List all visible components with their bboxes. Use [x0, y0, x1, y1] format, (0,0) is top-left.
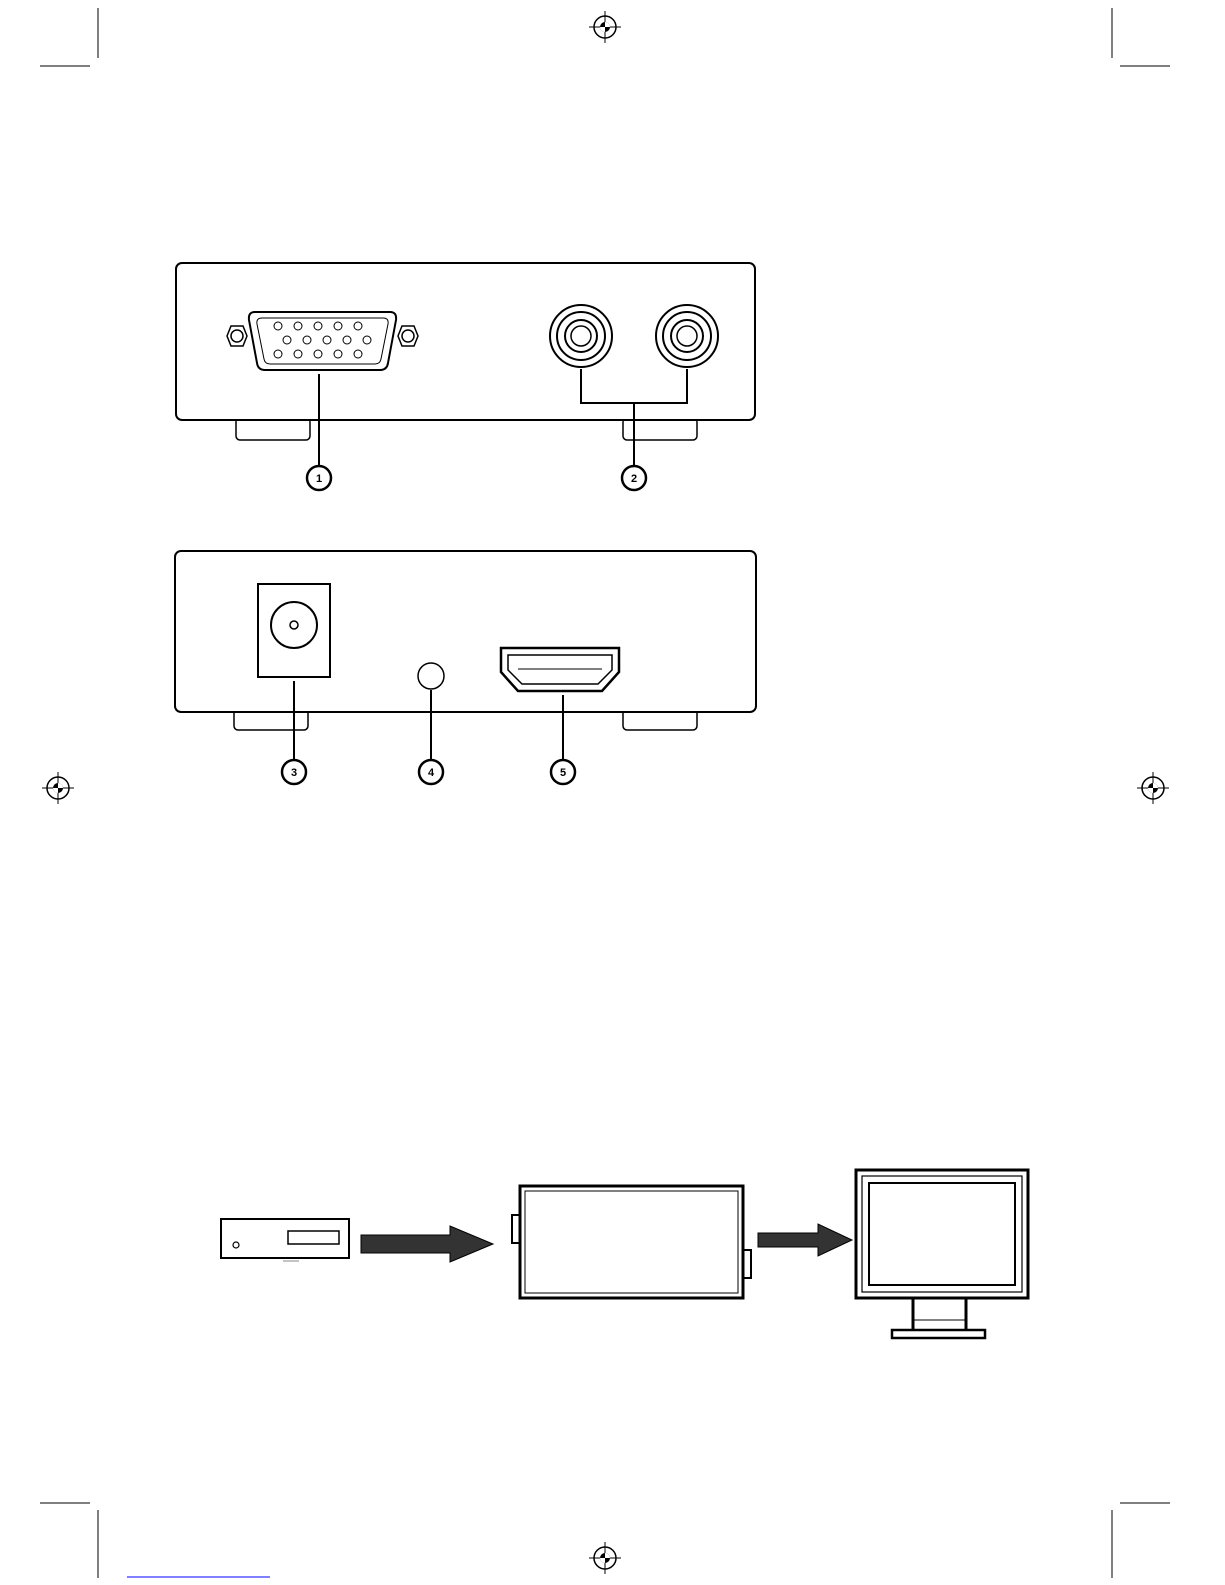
source-device-icon — [221, 1219, 349, 1261]
front-panel-foot-left — [236, 418, 310, 440]
callout-4-label: 4 — [428, 767, 435, 779]
registration-mark-icon — [42, 772, 74, 804]
registration-mark-icon — [1137, 772, 1169, 804]
crop-marks — [40, 8, 1170, 1578]
front-panel-diagram — [176, 263, 755, 466]
callout-3-label: 3 — [291, 767, 297, 779]
flow-arrow-icon — [758, 1224, 852, 1256]
monitor-icon — [856, 1170, 1028, 1338]
rear-panel-diagram — [175, 551, 756, 760]
callout-4: 4 — [419, 760, 443, 784]
registration-mark-icon — [589, 1542, 621, 1574]
callout-1: 1 — [307, 466, 331, 490]
converter-box-icon — [512, 1186, 751, 1298]
callout-1-label: 1 — [316, 473, 322, 485]
registration-mark-icon — [589, 11, 621, 43]
callout-3: 3 — [282, 760, 306, 784]
callout-5-label: 5 — [560, 767, 566, 779]
callout-5: 5 — [551, 760, 575, 784]
connection-flow-diagram — [221, 1170, 1028, 1338]
callout-2-label: 2 — [631, 473, 637, 485]
callout-2: 2 — [622, 466, 646, 490]
rear-panel-body — [175, 551, 756, 712]
flow-arrow-icon — [361, 1226, 493, 1262]
